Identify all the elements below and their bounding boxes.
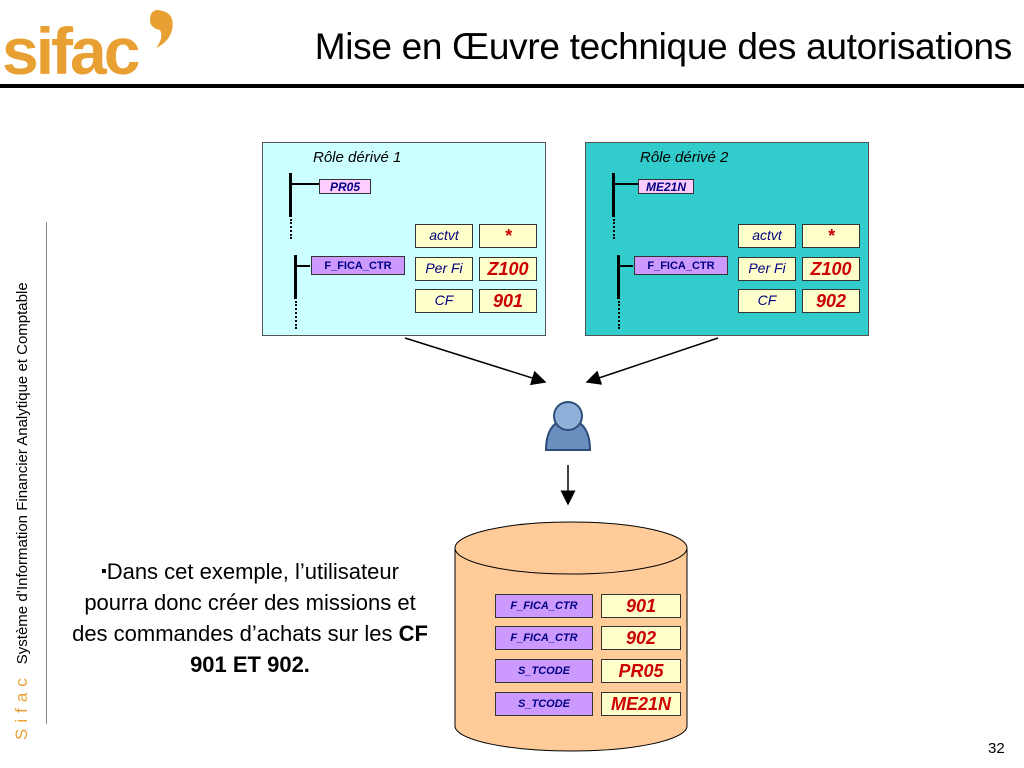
field-label: Per Fi [415,257,473,281]
field-value: Z100 [802,257,860,281]
tree-branch [617,265,633,267]
auth-object-box: F_FICA_CTR [311,256,405,275]
field-label: Per Fi [738,257,796,281]
role-title: Rôle dérivé 2 [640,149,729,166]
logo-comma-icon [150,10,173,48]
explanation-bold: CF 901 ET 902. [190,621,428,677]
auth-object-box: F_FICA_CTR [634,256,728,275]
role-box-2: Rôle dérivé 2 ME21N F_FICA_CTR actvt * P… [585,142,869,336]
explanation-body: Dans cet exemple, l’utilisateur pourra d… [72,559,416,646]
db-row-value: 902 [601,626,681,650]
db-row-value: ME21N [601,692,681,716]
page-title: Mise en Œuvre technique des autorisation… [314,26,1013,67]
db-row-object: F_FICA_CTR [495,626,593,650]
sidebar-divider [46,222,47,724]
logo-text: sifac [2,14,139,84]
arrow-role2-to-user [585,337,719,385]
role-box-1: Rôle dérivé 1 PR05 F_FICA_CTR actvt * Pe… [262,142,546,336]
field-label: CF [738,289,796,313]
field-label: actvt [738,224,796,248]
bullet-icon: ▪ [101,563,107,580]
tree-dots [295,301,297,329]
user-icon [544,401,592,451]
tree-dots [290,219,292,239]
tree-branch [294,265,310,267]
arrow-role1-to-user [404,337,547,386]
tree-dots [618,301,620,329]
tree-line [617,255,620,299]
field-label: CF [415,289,473,313]
tree-branch [612,183,638,185]
field-value: * [802,224,860,248]
tree-line [294,255,297,299]
field-label: actvt [415,224,473,248]
sifac-logo: sifac [2,10,173,84]
field-value: * [479,224,537,248]
field-value: 901 [479,289,537,313]
db-row-value: 901 [601,594,681,618]
tcode-box: ME21N [638,179,694,194]
tcode-box: PR05 [319,179,371,194]
db-row-value: PR05 [601,659,681,683]
db-row-object: S_TCODE [495,692,593,716]
field-value: 902 [802,289,860,313]
role-title: Rôle dérivé 1 [313,149,402,166]
tree-line [289,173,292,217]
page-number: 32 [988,740,1005,757]
title-divider [0,84,1024,88]
explanation-text: ▪Dans cet exemple, l’utilisateur pourra … [70,556,430,680]
tree-line [612,173,615,217]
field-value: Z100 [479,257,537,281]
tree-branch [289,183,319,185]
db-row-object: F_FICA_CTR [495,594,593,618]
tree-dots [613,219,615,239]
db-row-object: S_TCODE [495,659,593,683]
